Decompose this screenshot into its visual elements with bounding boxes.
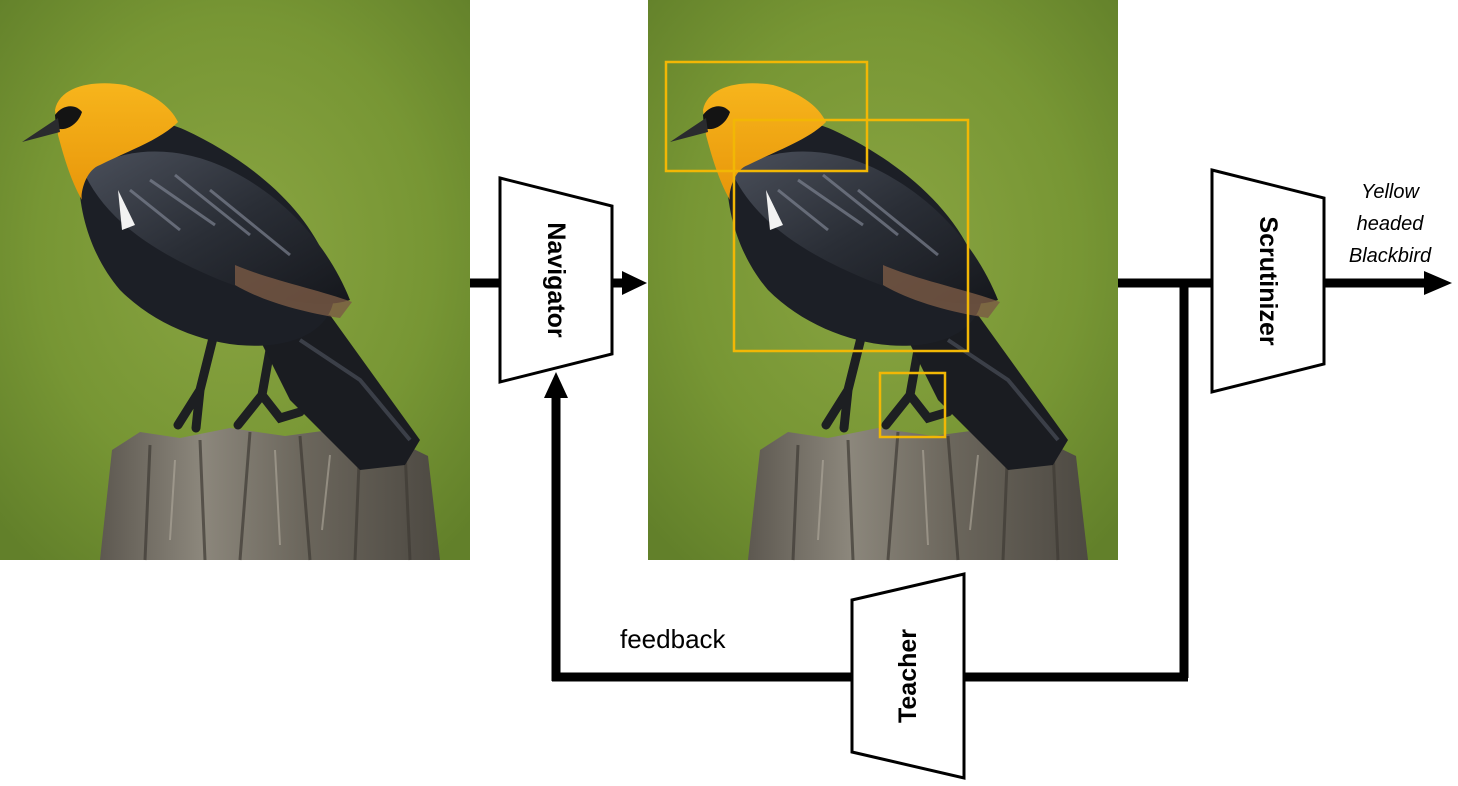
teacher-label: Teacher [894, 629, 922, 723]
region-box-head [664, 60, 869, 173]
scrutinizer-output-arrowhead [1424, 271, 1452, 295]
feedback-label: feedback [620, 624, 727, 654]
region-box-feet [878, 371, 947, 439]
output-label-line-2: headed [1357, 213, 1425, 235]
scrutinizer-module [1210, 168, 1326, 394]
navigator-output-arrowhead [622, 271, 647, 295]
teacher-module [850, 572, 966, 780]
region-box-body [732, 118, 970, 353]
output-label-line-3: Blackbird [1349, 245, 1432, 267]
feedback-arrowhead [544, 372, 568, 398]
scrutinizer-label: Scrutinizer [1254, 216, 1282, 345]
input-bird-image [0, 0, 470, 560]
region-bird-image [648, 0, 1118, 560]
navigator-module [498, 176, 614, 384]
output-label-line-1: Yellow [1361, 181, 1420, 203]
navigator-label: Navigator [542, 222, 570, 338]
